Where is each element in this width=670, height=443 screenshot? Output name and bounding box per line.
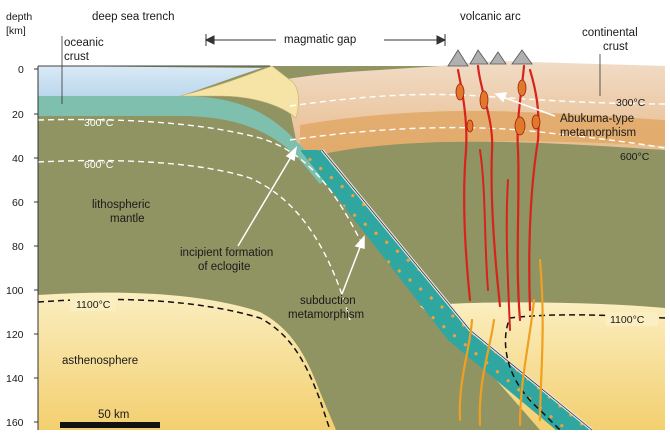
tick-140: 140 [6, 373, 24, 385]
label-300c-left: 300°C [84, 117, 114, 129]
label-subduction-1: subduction [300, 295, 356, 307]
label-eclogite-2: of eclogite [198, 261, 250, 273]
axis-title-unit: [km] [6, 25, 26, 37]
tick-160: 160 [6, 417, 24, 429]
label-volcanic-arc: volcanic arc [460, 11, 521, 23]
label-1100c-left: 1100°C [76, 299, 111, 311]
label-abukuma-2: metamorphism [560, 127, 636, 139]
label-subduction-2: metamorphism [288, 309, 364, 321]
label-abukuma-1: Abukuma-type [560, 113, 634, 125]
label-lithospheric-mantle-2: mantle [110, 213, 145, 225]
depth-axis: depth [km] 0 20 40 60 80 100 120 140 160 [6, 11, 38, 430]
tick-20: 20 [12, 109, 24, 121]
label-eclogite-1: incipient formation [180, 247, 273, 259]
label-deep-sea-trench: deep sea trench [92, 11, 174, 23]
label-continental-crust-2: crust [603, 41, 629, 53]
label-600c-left: 600°C [84, 159, 114, 171]
label-magmatic-gap: magmatic gap [284, 34, 356, 46]
tick-80: 80 [12, 241, 24, 253]
tick-60: 60 [12, 197, 24, 209]
label-lithospheric-mantle-1: lithospheric [92, 199, 150, 211]
label-continental-crust-1: continental [582, 27, 638, 39]
label-600c-right: 600°C [620, 151, 650, 163]
tick-120: 120 [6, 329, 24, 341]
tick-0: 0 [18, 64, 24, 76]
label-300c-right: 300°C [616, 97, 646, 109]
volcanoes [448, 50, 532, 66]
label-asthenosphere: asthenosphere [62, 355, 138, 367]
label-oceanic-crust-1: oceanic [64, 37, 104, 49]
scale-bar-label: 50 km [98, 409, 129, 421]
tick-100: 100 [6, 285, 24, 297]
tick-40: 40 [12, 153, 24, 165]
label-oceanic-crust-2: crust [64, 51, 90, 63]
label-1100c-right: 1100°C [610, 314, 645, 326]
axis-title-depth: depth [6, 11, 32, 23]
